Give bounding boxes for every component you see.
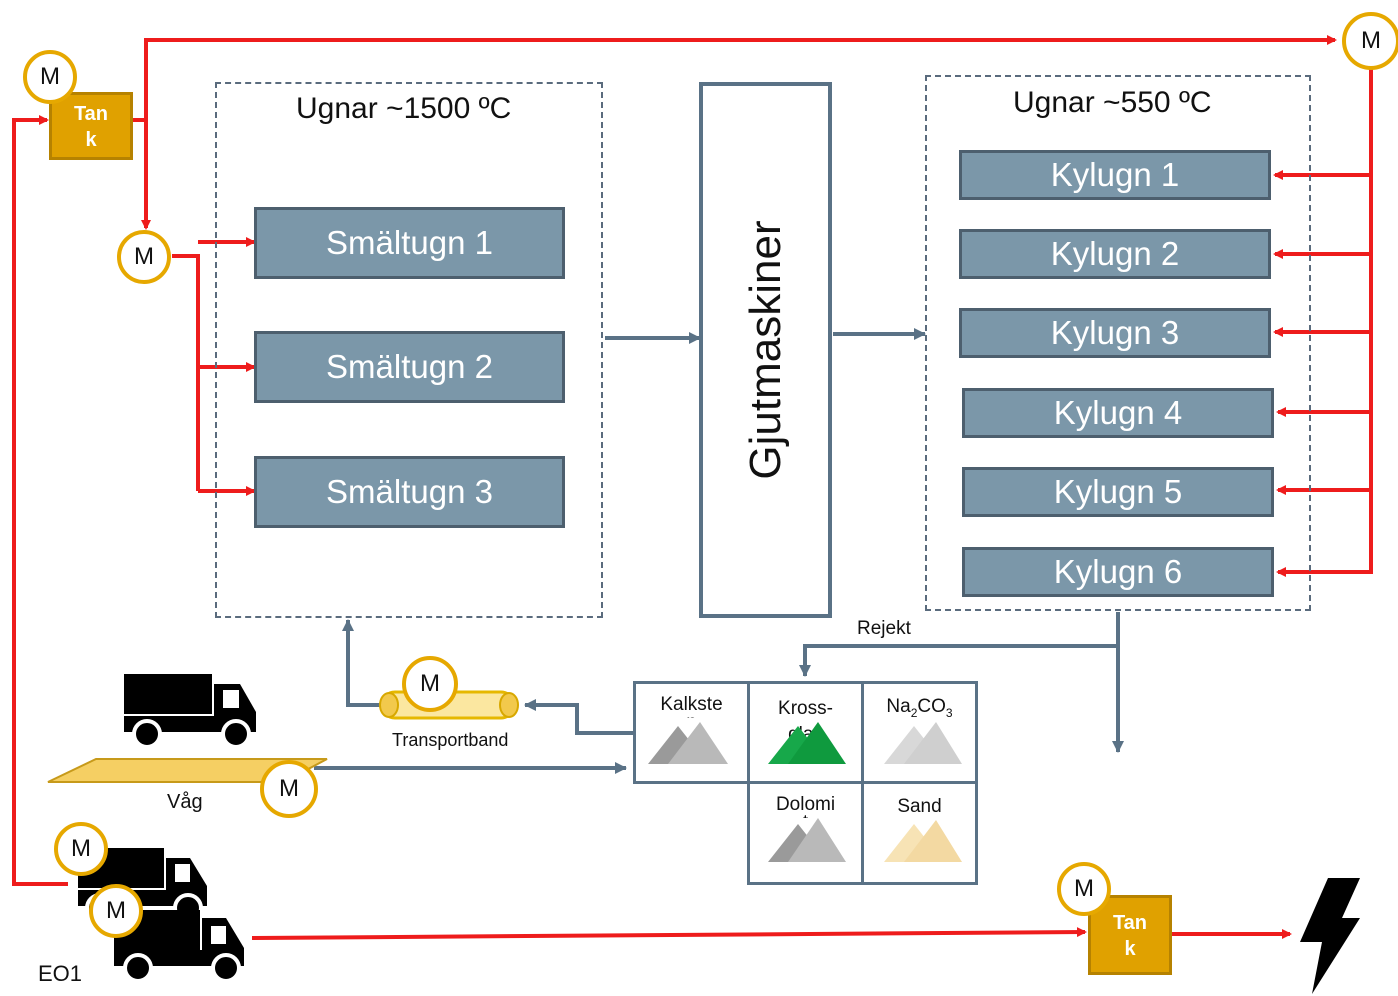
cool-furnace-group: [925, 75, 1311, 611]
cooling-furnace-1: Kylugn 1: [959, 150, 1271, 200]
energy-lines: [12, 35, 1373, 940]
motor-tank-bottom: M: [1057, 862, 1111, 916]
truck-icon: [124, 674, 256, 749]
eo1-label: EO1: [38, 961, 83, 986]
cool-group-title: Ugnar ~550 ºC: [1013, 86, 1212, 119]
motor-melt-supply: M: [117, 230, 171, 284]
material-label-krossglas: Kross- glas: [778, 698, 833, 745]
scale-icon: [47, 758, 328, 783]
melt-furnace-3: Smältugn 3: [254, 456, 565, 528]
cooling-furnace-6: Kylugn 6: [962, 547, 1274, 597]
material-label-kalksten: Kalkste n: [660, 696, 723, 718]
tank-top-left: Tan k: [49, 92, 133, 160]
cooling-furnace-4: Kylugn 4: [962, 388, 1274, 438]
motor-tank-top: M: [23, 50, 77, 104]
rejekt-label: Rejekt: [857, 618, 911, 639]
hot-group-title: Ugnar ~1500 ºC: [296, 92, 512, 125]
motor-truck-1: M: [54, 822, 108, 876]
top-supply-line: [133, 35, 1337, 122]
scale-label: Våg: [167, 791, 203, 813]
eo1-to-tank-line: [12, 115, 68, 886]
casting-machines-label: Gjutmaskiner: [740, 220, 790, 480]
motor-scale: M: [260, 760, 318, 818]
hot-furnace-group: [215, 82, 603, 618]
material-cell-dolomit: Dolomi t: [747, 781, 864, 885]
melt-furnace-2: Smältugn 2: [254, 331, 565, 403]
material-cell-soda: Na2CO3: [861, 681, 978, 784]
lightning-icon: [1300, 878, 1360, 994]
material-lines: [314, 328, 1124, 774]
material-cell-krossglas: Kross- glas: [747, 681, 864, 784]
material-label-soda: Na2CO3: [886, 696, 953, 720]
cooling-furnace-5: Kylugn 5: [962, 467, 1274, 517]
material-cell-sand: Sand: [861, 781, 978, 885]
motor-conveyor: M: [402, 656, 458, 712]
cooling-furnace-3: Kylugn 3: [959, 308, 1271, 358]
casting-machines-box: Gjutmaskiner: [699, 82, 832, 618]
melt-furnace-1: Smältugn 1: [254, 207, 565, 279]
cooling-furnace-2: Kylugn 2: [959, 229, 1271, 279]
motor-top-right: M: [1342, 12, 1398, 70]
eo1-to-tank2-line: [251, 927, 1087, 940]
transport-label: Transportband: [392, 730, 509, 750]
material-label-dolomit: Dolomi t: [775, 796, 836, 818]
motor-truck-2: M: [89, 884, 143, 938]
motor-to-melt-bus: [172, 254, 200, 491]
material-cell-kalksten: Kalkste n: [633, 681, 750, 784]
material-label-sand: Sand: [897, 796, 942, 817]
